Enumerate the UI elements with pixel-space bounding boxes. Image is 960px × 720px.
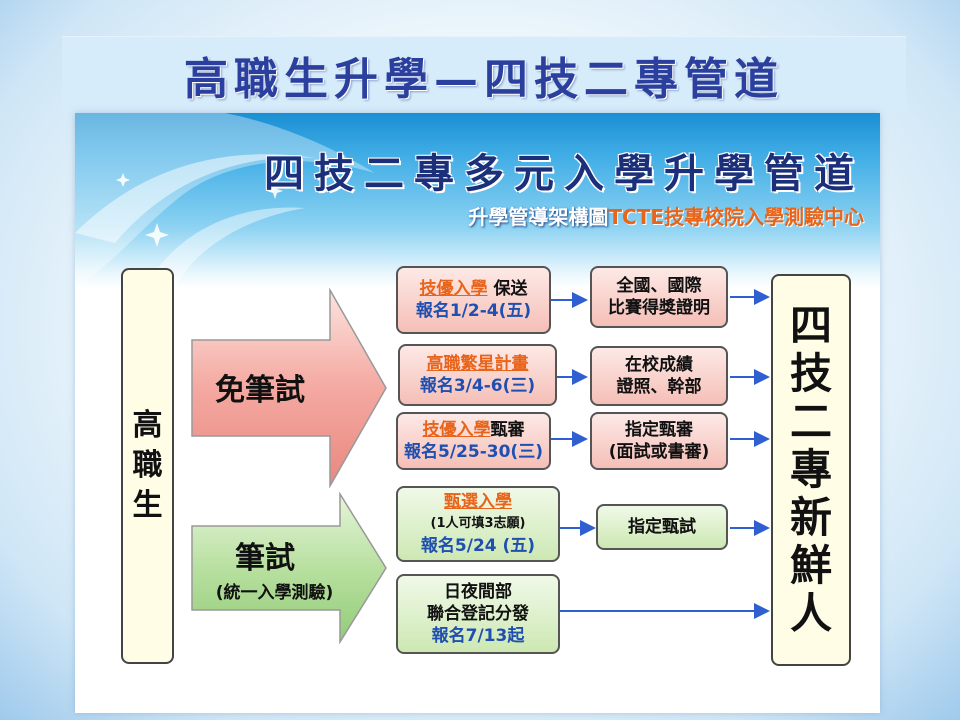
route-name-line: 聯合登記分發 [427,604,529,624]
route-box-star-plan: 高職繁星計畫 報名3/4-6(三) [398,344,557,406]
banner-subtitle-prefix: 升學管導架構圖 [468,205,609,229]
route-date: 報名3/4-6(三) [419,376,536,396]
slide-title-bar: 高職生升學—四技二專管道 [62,36,906,113]
exam-sublabel: (統一入學測驗) [215,583,334,603]
banner-swirl-decoration [75,113,375,288]
banner-title: 四技二專多元入學升學管道 [264,151,864,197]
criteria-box-grades: 在校成績 證照、幹部 [590,346,728,406]
criteria-line: (面試或書審) [608,442,710,462]
banner: 四技二專多元入學升學管道 升學管導架構圖TCTE技專校院入學測驗中心 [75,113,880,288]
criteria-line: 比賽得獎證明 [608,298,710,318]
no-exam-label: 免筆試 [215,373,305,408]
slide-title: 高職生升學—四技二專管道 [184,54,784,105]
sparkle-icon [116,173,283,247]
criteria-box-review: 指定甄審 (面試或書審) [590,412,728,470]
route-date: 報名5/24 (五) [420,536,536,556]
route-date: 報名1/2-4(五) [415,301,532,321]
source-label: 高職生 [132,408,163,523]
banner-subtitle: 升學管導架構圖TCTE技專校院入學測驗中心 [468,201,864,230]
route-box-skill-review: 技優入學甄審 報名5/25-30(三) [396,412,551,470]
source-box: 高職生 [121,268,174,664]
route-box-skill-recommend: 技優入學 保送 報名1/2-4(五) [396,266,551,334]
criteria-box-awards: 全國、國際 比賽得獎證明 [590,266,728,328]
route-name-rest: 保送 [493,279,528,299]
criteria-line: 證照、幹部 [616,377,702,397]
route-name-rest: 甄審 [490,420,525,440]
route-name: 技優入學 保送 [420,278,528,300]
criteria-line: 全國、國際 [616,276,702,296]
diagram-panel: 四技二專多元入學升學管道 升學管導架構圖TCTE技專校院入學測驗中心 [75,113,880,713]
target-box: 四技二專新鮮人 [771,274,851,666]
route-box-selection: 甄選入學 (1人可填3志願) 報名5/24 (五) [396,486,560,562]
route-name-line: 日夜間部 [444,582,512,602]
banner-subtitle-org: TCTE技專校院入學測驗中心 [608,205,864,229]
route-name-highlight: 技優入學 [422,420,491,440]
route-name-highlight: 甄選入學 [444,492,512,512]
route-name: 技優入學甄審 [423,419,525,441]
exam-label: 筆試 [235,541,295,576]
criteria-line: 指定甄審 [625,420,693,440]
target-label: 四技二專新鮮人 [789,301,832,638]
route-date: 報名5/25-30(三) [404,442,543,462]
route-name-highlight: 高職繁星計畫 [426,354,529,374]
criteria-line: 在校成績 [625,355,693,375]
criteria-line: 指定甄試 [628,517,696,537]
exam-arrow [191,492,387,644]
route-note: (1人可填3志願) [430,516,526,531]
route-box-joint-registration: 日夜間部 聯合登記分發 報名7/13起 [396,574,560,654]
route-name-highlight: 技優入學 [419,279,488,299]
criteria-box-exam: 指定甄試 [596,504,728,550]
no-exam-arrow [191,288,387,488]
route-date: 報名7/13起 [431,626,525,646]
